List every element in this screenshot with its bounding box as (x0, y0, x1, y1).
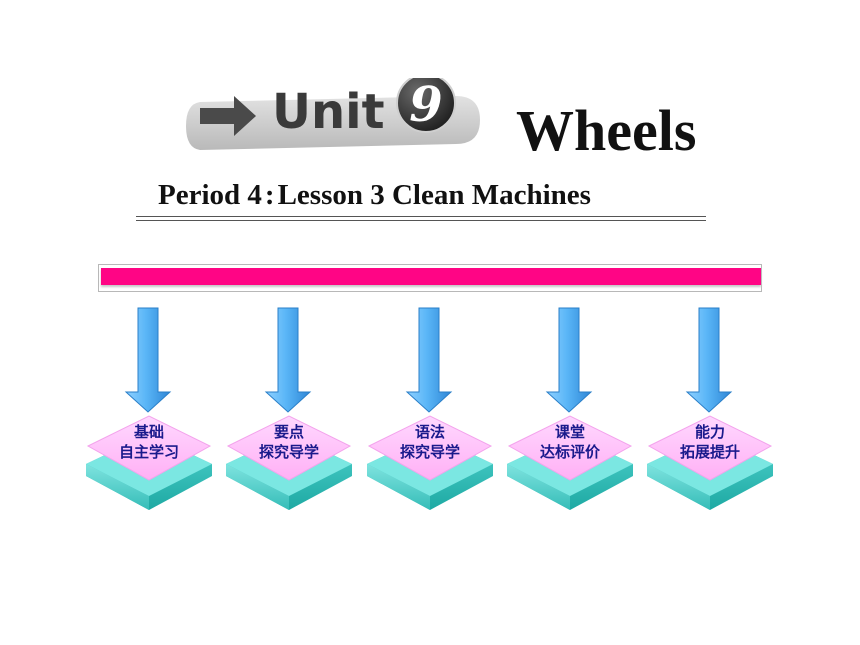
arrow-right-icon (200, 96, 256, 136)
nav-item-subtitle: 自主学习 (118, 443, 179, 461)
unit-number: 9 (409, 77, 443, 133)
nav-item-skills-extension[interactable]: 能力 拓展提升 (645, 306, 775, 516)
nav-item-title: 要点 (273, 423, 304, 441)
nav-graphic (367, 307, 493, 510)
banner-background (186, 78, 480, 150)
period-label: Period 4 (158, 179, 262, 211)
nav-graphic (226, 307, 352, 510)
nav-item-classroom-assessment[interactable]: 课堂 达标评价 (505, 306, 635, 516)
lesson-title: Period 4:Lesson 3 Clean Machines (158, 177, 698, 213)
nav-item-basics-self-study[interactable]: 基础 自主学习 (84, 306, 214, 516)
nav-item-subtitle: 达标评价 (539, 443, 600, 461)
nav-item-subtitle: 探究导学 (399, 443, 460, 461)
unit-title: Wheels (516, 98, 697, 163)
nav-item-key-points-guided-study[interactable]: 要点 探究导学 (224, 306, 354, 516)
arrow-down-icon (545, 307, 593, 413)
nav-graphic (647, 307, 773, 510)
arrow-down-icon (124, 307, 172, 413)
nav-graphic (507, 307, 633, 510)
unit-label: Unit (272, 84, 385, 140)
nav-item-title: 基础 (133, 423, 164, 441)
nav-item-title: 语法 (414, 423, 445, 441)
period-separator: : (264, 179, 275, 211)
nav-item-grammar-guided-study[interactable]: 语法 探究导学 (365, 306, 495, 516)
arrow-down-icon (264, 307, 312, 413)
arrow-down-icon (405, 307, 453, 413)
nav-graphic (86, 307, 212, 510)
lesson-label: Lesson 3 Clean Machines (277, 179, 591, 211)
accent-bar (101, 268, 761, 285)
arrow-down-icon (685, 307, 733, 413)
nav-item-title: 能力 (694, 423, 725, 441)
nav-item-title: 课堂 (554, 423, 585, 441)
unit-banner: Unit 9 (186, 77, 482, 150)
title-underline-bottom (136, 220, 706, 221)
title-underline-top (136, 216, 706, 217)
nav-item-subtitle: 探究导学 (258, 443, 319, 461)
nav-item-subtitle: 拓展提升 (679, 443, 740, 461)
